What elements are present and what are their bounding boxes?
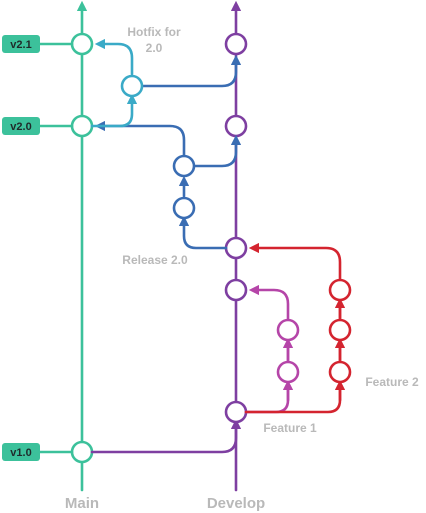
release-commit-1[interactable] — [172, 196, 196, 220]
develop-commit-3[interactable] — [224, 236, 248, 260]
develop-commit-5[interactable] — [224, 400, 248, 424]
release-branch — [94, 120, 242, 250]
tag-v20-label: v2.0 — [10, 121, 31, 133]
release-label: Release 2.0 — [122, 253, 188, 267]
develop-commit-2[interactable] — [224, 114, 248, 138]
main-commit-v21[interactable] — [70, 32, 94, 56]
develop-commit-1[interactable] — [224, 32, 248, 56]
feature1-commit-2[interactable] — [276, 318, 300, 342]
main-lane-label: Main — [65, 495, 99, 512]
develop-commit-4[interactable] — [224, 278, 248, 302]
hotfix-from-main-path — [90, 93, 138, 128]
hotfix-to-main-path — [94, 38, 134, 76]
tag-v20[interactable]: v2.0 — [2, 117, 74, 135]
tag-v10[interactable]: v1.0 — [2, 443, 74, 461]
main-branch — [70, 0, 94, 492]
hotfix-branch — [90, 38, 242, 128]
feature2-commit-2[interactable] — [328, 318, 352, 342]
hotfix-to-develop-path — [140, 54, 242, 88]
feature2-branch — [244, 242, 352, 414]
develop-lane-label: Develop — [207, 495, 265, 512]
release-to-main-path — [94, 120, 186, 158]
feature1-commit-1[interactable] — [276, 360, 300, 384]
feature1-branch — [244, 284, 300, 414]
main-commit-v10[interactable] — [70, 440, 94, 464]
feature2-commit-3[interactable] — [328, 278, 352, 302]
feature1-label: Feature 1 — [263, 421, 317, 435]
release-commit-2[interactable] — [172, 154, 196, 178]
tag-v21[interactable]: v2.1 — [2, 35, 74, 53]
release-from-develop-path — [178, 215, 228, 250]
main-to-develop-path — [90, 418, 242, 454]
feature1-path — [244, 284, 290, 414]
hotfix-label-line2: 2.0 — [146, 41, 163, 55]
feature2-commit-1[interactable] — [328, 360, 352, 384]
hotfix-commit[interactable] — [120, 74, 144, 98]
main-commit-v20[interactable] — [70, 114, 94, 138]
feature2-label: Feature 2 — [365, 375, 419, 389]
hotfix-label-line1: Hotfix for — [127, 25, 181, 39]
release-to-develop-path — [192, 134, 242, 168]
develop-branch — [90, 0, 248, 492]
tag-v21-label: v2.1 — [10, 39, 31, 51]
tag-v10-label: v1.0 — [10, 447, 31, 459]
